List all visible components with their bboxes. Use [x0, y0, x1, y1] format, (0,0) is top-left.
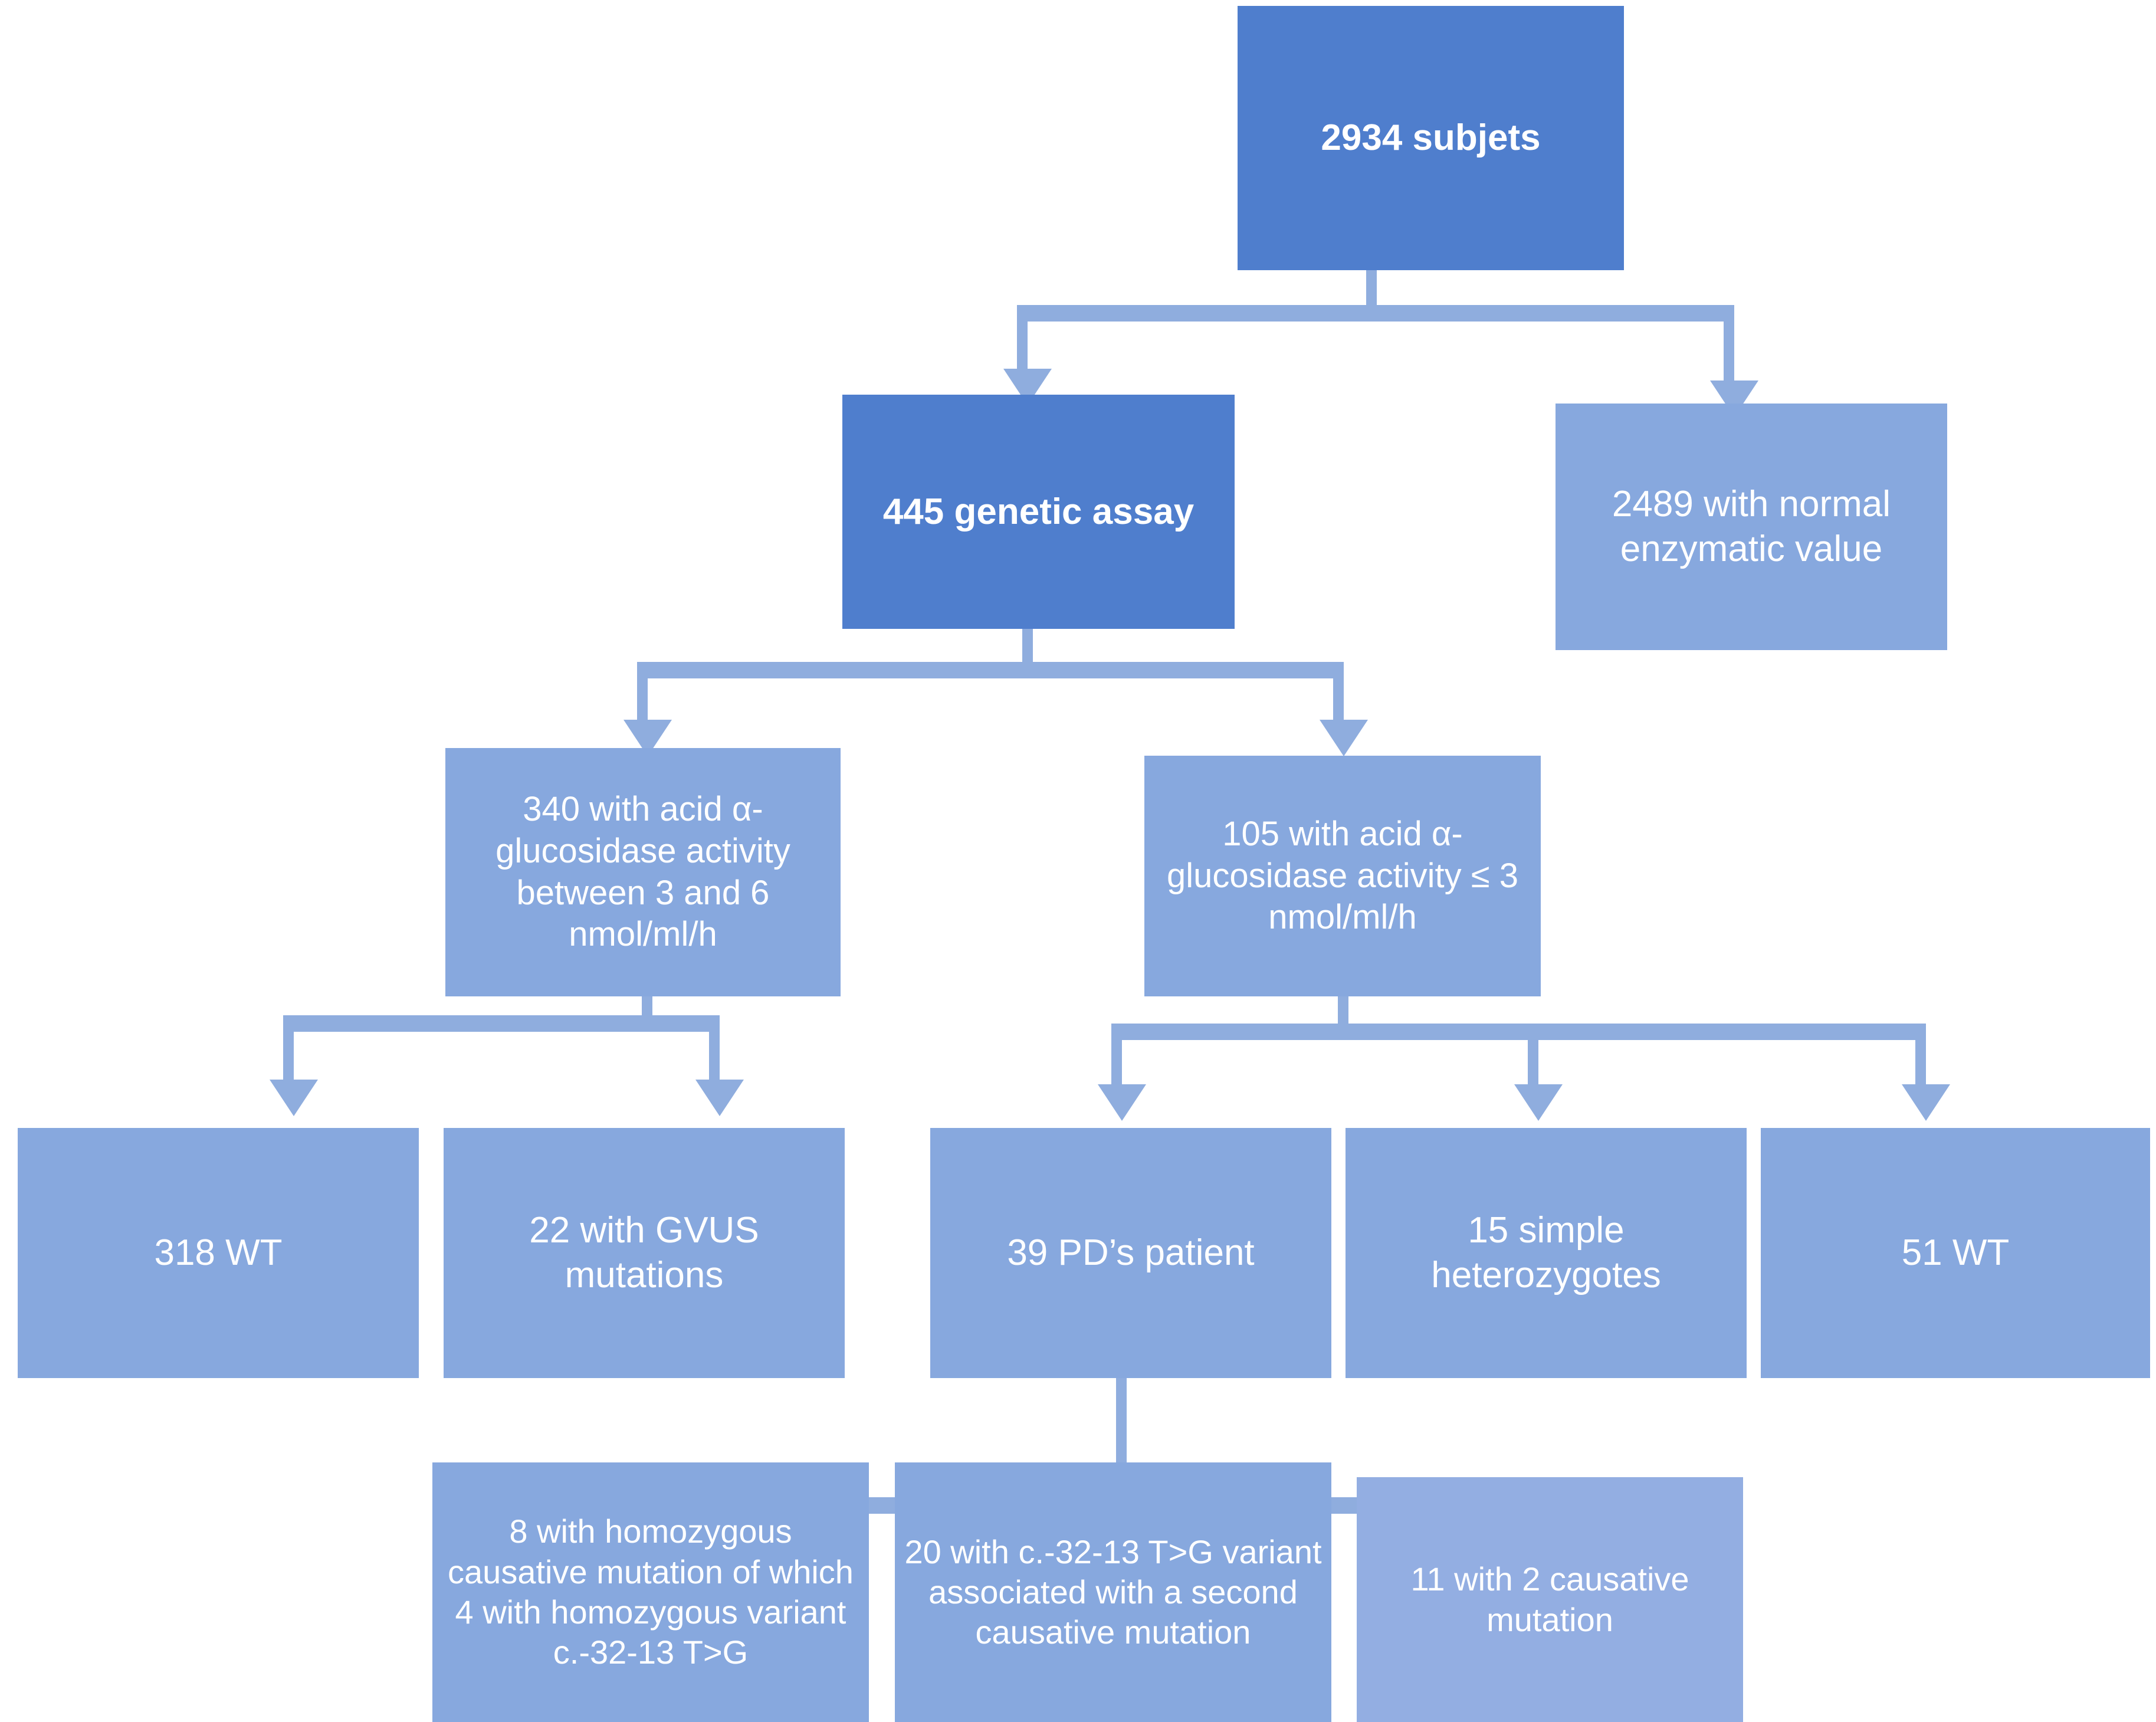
node-normal-enzymatic[interactable]: 2489 with normal enzymatic value: [1556, 404, 1947, 650]
connector-stem-act3: [1338, 993, 1348, 1024]
connector-arrowhead-act36-right: [695, 1080, 744, 1116]
node-homozygous-8[interactable]: 8 with homozygous causative mutation of …: [432, 1462, 869, 1722]
connector-stem-act36: [642, 993, 652, 1015]
connector-arrowhead-act3-3: [1902, 1084, 1950, 1121]
node-activity-le-3[interactable]: 105 with acid α-glucosidase activity ≤ 3…: [1144, 756, 1541, 996]
node-variant-20[interactable]: 20 with c.-32-13 T>G variant associated …: [895, 1462, 1331, 1722]
connector-bar-act36: [283, 1015, 720, 1032]
connector-shaft-root-right: [1724, 322, 1734, 392]
connector-bar-assay: [637, 662, 1344, 678]
node-causative-11[interactable]: 11 with 2 causative mutation: [1357, 1477, 1743, 1722]
connector-arrowhead-act3-1: [1098, 1084, 1146, 1121]
node-total-subjects[interactable]: 2934 subjets: [1238, 6, 1624, 270]
connector-bar-root: [1017, 305, 1734, 322]
node-activity-3-to-6[interactable]: 340 with acid α-glucosidase activity bet…: [445, 748, 841, 996]
connector-stem-root: [1366, 268, 1377, 305]
node-gvus-22[interactable]: 22 with GVUS mutations: [444, 1128, 845, 1378]
connector-arrowhead-assay-right: [1320, 720, 1368, 756]
connector-bar-act3: [1111, 1024, 1926, 1040]
node-wt-51[interactable]: 51 WT: [1761, 1128, 2150, 1378]
node-wt-318[interactable]: 318 WT: [18, 1128, 419, 1378]
connector-stem-assay: [1022, 625, 1033, 662]
node-genetic-assay[interactable]: 445 genetic assay: [842, 395, 1235, 629]
node-simple-heterozygotes-15[interactable]: 15 simple heterozygotes: [1346, 1128, 1747, 1378]
connector-arrowhead-act36-left: [270, 1080, 318, 1116]
connector-arrowhead-act3-2: [1514, 1084, 1563, 1121]
node-pd-patients-39[interactable]: 39 PD’s patient: [930, 1128, 1331, 1378]
